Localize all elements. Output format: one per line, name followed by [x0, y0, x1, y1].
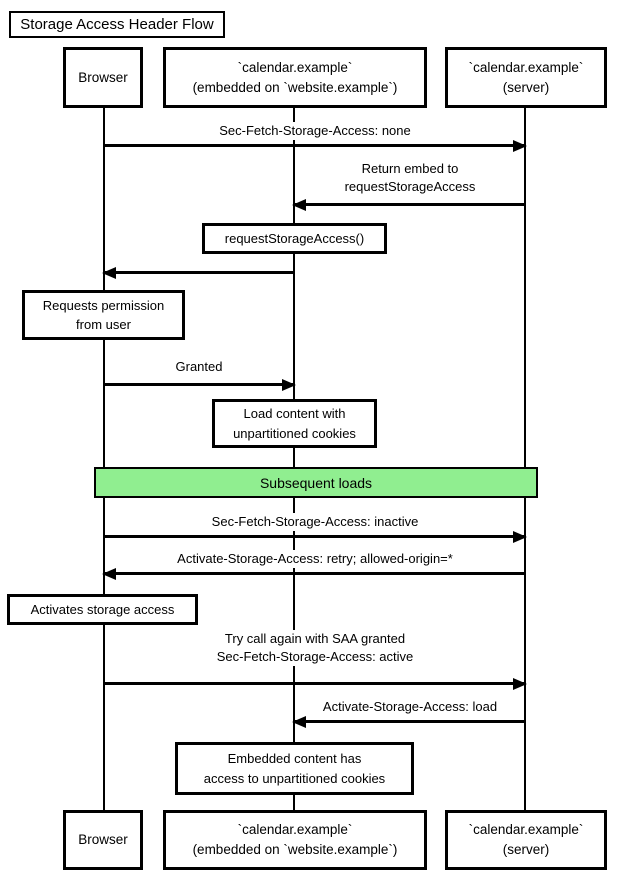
- message-arrow-return-embed: [292, 198, 525, 211]
- lifeline-embedded: [293, 108, 295, 811]
- message-label-asa-load: Activate-Storage-Access: load: [319, 698, 501, 716]
- message-arrow-asa-load: [292, 715, 525, 728]
- participant-embedded-top: `calendar.example` (embedded on `website…: [163, 47, 427, 108]
- message-label-sfsa-inactive: Sec-Fetch-Storage-Access: inactive: [208, 513, 422, 531]
- note-load-content-text: Load content with unpartitioned cookies: [233, 406, 356, 441]
- participant-embedded-bottom: `calendar.example` (embedded on `website…: [163, 810, 427, 870]
- arrowhead-left-icon: [102, 266, 116, 279]
- arrowhead-left-icon: [292, 715, 306, 728]
- message-arrow-asa-retry: [102, 567, 525, 580]
- note-activates-storage-access: Activates storage access: [7, 594, 198, 625]
- note-request-storage-access: requestStorageAccess(): [202, 223, 387, 254]
- note-embedded-access: Embedded content has access to unpartiti…: [175, 742, 414, 795]
- message-label-sfsa-none: Sec-Fetch-Storage-Access: none: [216, 122, 414, 140]
- message-arrow-request-call: [102, 266, 294, 279]
- arrowhead-right-icon: [513, 139, 527, 152]
- message-label-return-embed: Return embed to requestStorageAccess: [341, 160, 479, 196]
- message-arrow-granted: [104, 378, 296, 391]
- note-requests-permission: Requests permission from user: [22, 290, 185, 340]
- message-label-asa-retry: Activate-Storage-Access: retry; allowed-…: [174, 550, 456, 568]
- arrowhead-right-icon: [282, 378, 296, 391]
- participant-browser-label: Browser: [78, 832, 128, 848]
- participant-embedded-label: `calendar.example` (embedded on `website…: [192, 822, 398, 857]
- participant-browser-top: Browser: [63, 47, 143, 108]
- arrowhead-right-icon: [513, 530, 527, 543]
- message-arrow-try-again: [104, 677, 527, 690]
- participant-server-bottom: `calendar.example` (server): [445, 810, 607, 870]
- note-requests-permission-text: Requests permission from user: [42, 297, 165, 333]
- diagram-title: Storage Access Header Flow: [9, 11, 225, 38]
- note-load-content: Load content with unpartitioned cookies: [212, 399, 377, 448]
- message-label-try-again: Try call again with SAA granted Sec-Fetc…: [213, 630, 417, 666]
- lifeline-server: [524, 108, 526, 811]
- diagram-title-text: Storage Access Header Flow: [20, 16, 214, 33]
- message-arrow-sfsa-none: [104, 139, 527, 152]
- note-embedded-access-text: Embedded content has access to unpartiti…: [203, 751, 386, 786]
- divider-subsequent-loads: Subsequent loads: [94, 467, 538, 498]
- arrowhead-left-icon: [292, 198, 306, 211]
- participant-server-label: `calendar.example` (server): [468, 822, 584, 857]
- participant-browser-bottom: Browser: [63, 810, 143, 870]
- participant-server-label: `calendar.example` (server): [468, 59, 584, 95]
- note-request-storage-access-text: requestStorageAccess(): [224, 230, 365, 246]
- message-arrow-sfsa-inactive: [104, 530, 527, 543]
- arrowhead-left-icon: [102, 567, 116, 580]
- note-activates-storage-access-text: Activates storage access: [30, 601, 175, 617]
- arrowhead-right-icon: [513, 677, 527, 690]
- message-label-granted: Granted: [172, 358, 226, 376]
- participant-server-top: `calendar.example` (server): [445, 47, 607, 108]
- lifeline-browser: [103, 108, 105, 811]
- participant-embedded-label: `calendar.example` (embedded on `website…: [192, 59, 398, 95]
- divider-label: Subsequent loads: [259, 474, 373, 491]
- participant-browser-label: Browser: [78, 69, 128, 85]
